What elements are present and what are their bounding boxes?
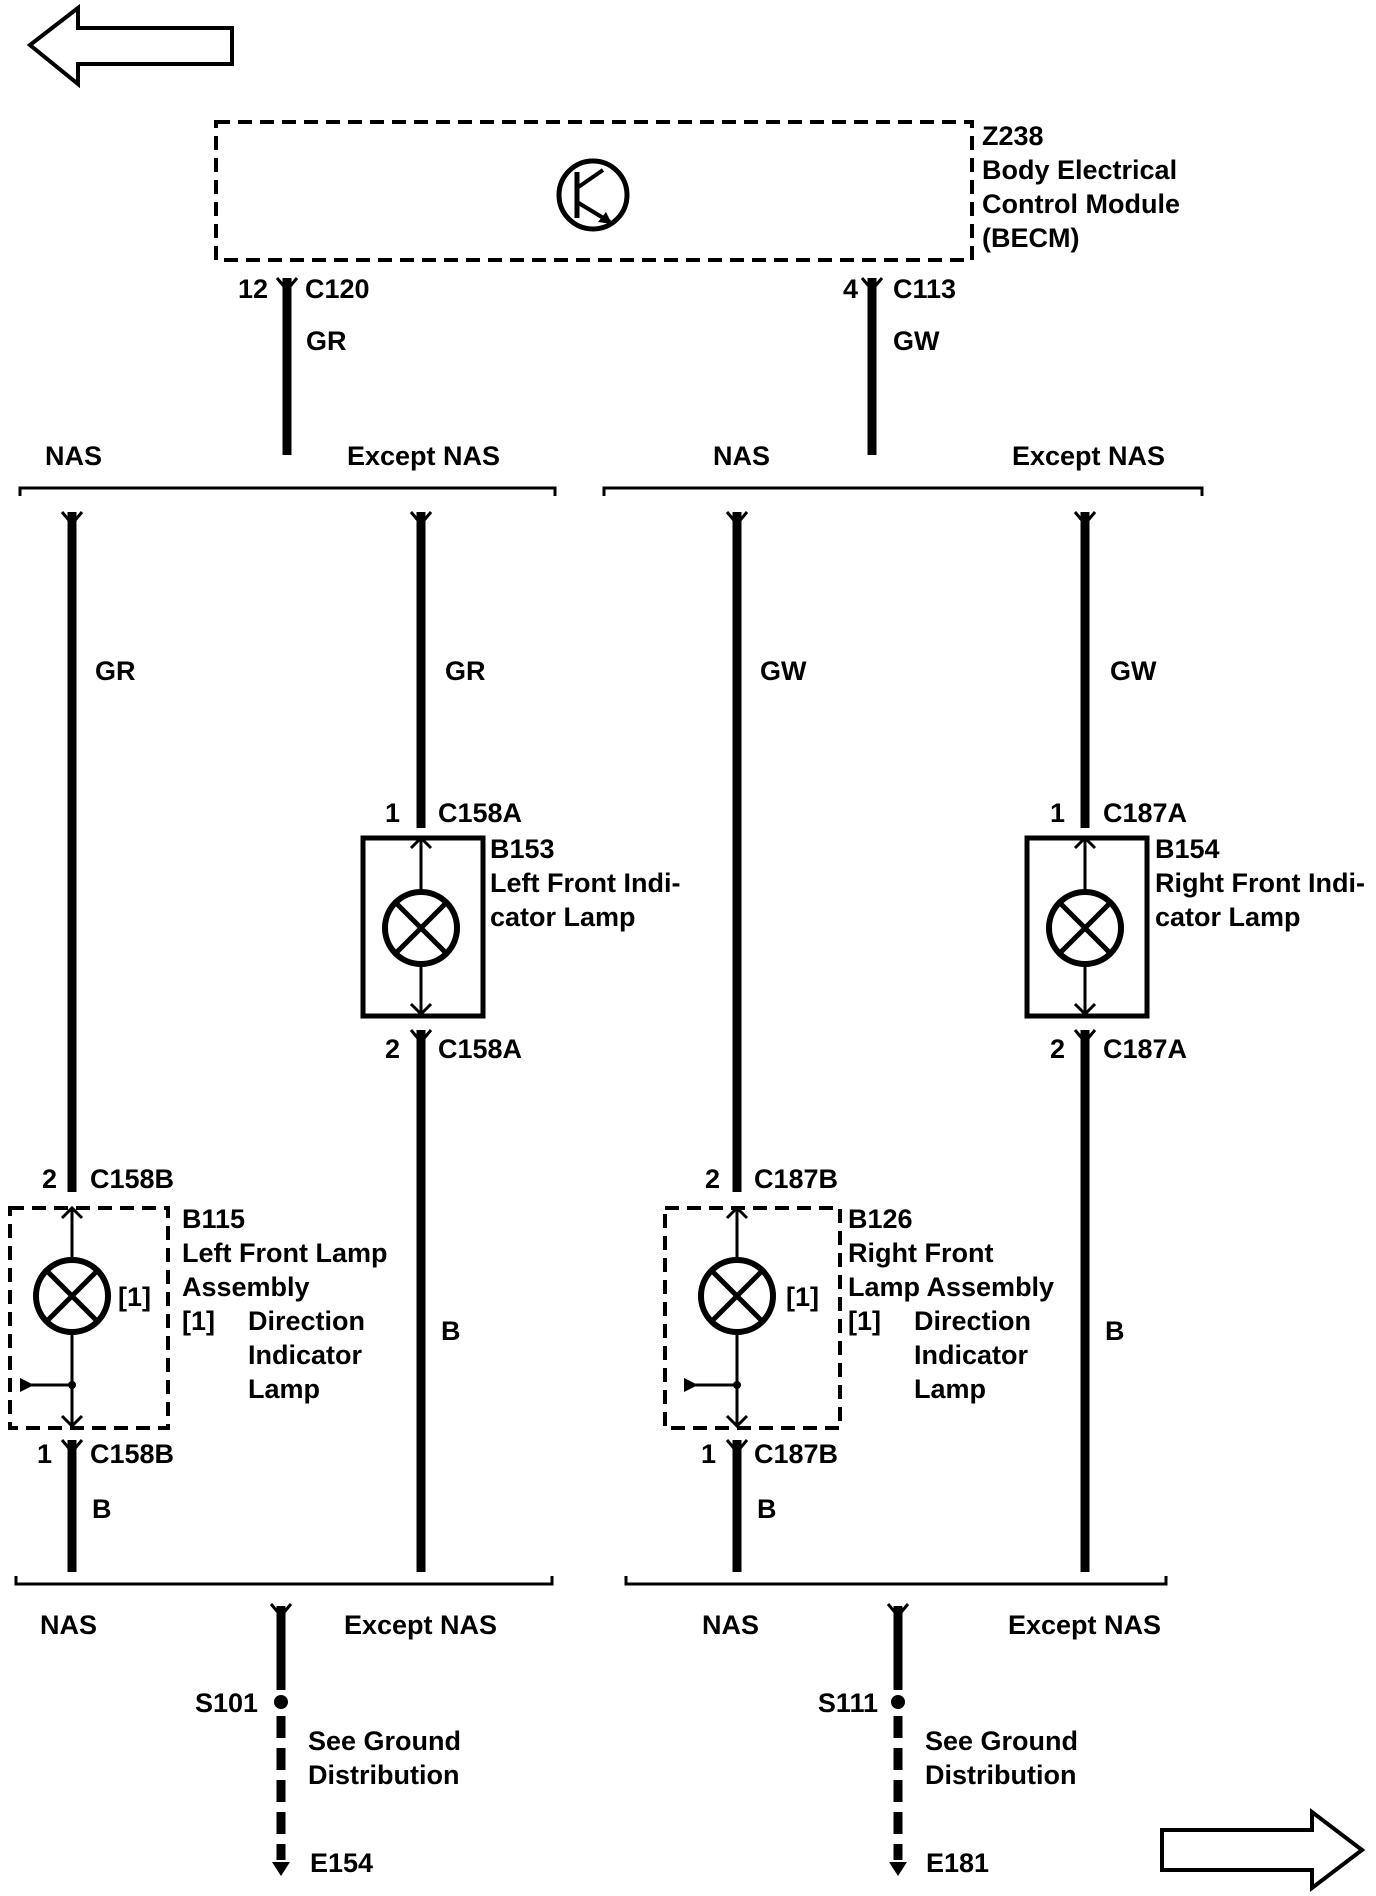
splice-s101 (274, 1695, 288, 1709)
split-nas-left: NAS (45, 441, 102, 471)
wire-color-right-except: GW (1110, 656, 1157, 686)
split-except-nas-left: Except NAS (347, 441, 500, 471)
b115-bottom-pin: 1 (37, 1439, 52, 1469)
b126-note-line3: Lamp (914, 1374, 986, 1404)
b126-top-pin: 2 (705, 1164, 720, 1194)
wire-color-right-nas-b: B (757, 1494, 777, 1524)
b126-bottom-pin: 1 (701, 1439, 716, 1469)
left-ground-text-line1: See Ground (308, 1726, 461, 1756)
b115-top-connector: C158B (90, 1164, 174, 1194)
wire-color-left-nas-b: B (92, 1494, 112, 1524)
next-page-arrow-icon[interactable] (1160, 1807, 1366, 1893)
lower-bus-left (14, 1576, 554, 1586)
lower-split-nas-left: NAS (40, 1610, 97, 1640)
b153-id: B153 (490, 834, 555, 864)
wire-color-gr-top: GR (306, 326, 347, 356)
module-id: Z238 (982, 121, 1044, 151)
b154-name-line2: cator Lamp (1155, 902, 1301, 932)
b126-name-line1: Right Front (848, 1238, 993, 1268)
b154-bottom-pin: 2 (1050, 1034, 1065, 1064)
lower-bus-right (624, 1576, 1168, 1586)
b126-note-line1: Direction (914, 1306, 1031, 1336)
b154-name-line1: Right Front Indi- (1155, 868, 1365, 898)
wire-color-left-nas: GR (95, 656, 136, 686)
b153-bottom-pin: 2 (385, 1034, 400, 1064)
module-abbr: (BECM) (982, 223, 1079, 253)
b115-name-line1: Left Front Lamp (182, 1238, 387, 1268)
b153-top-pin: 1 (385, 798, 400, 828)
right-front-indicator-lamp: 1 C187A B154 Right Front Indi- cator Lam… (1024, 798, 1365, 1064)
s111-label: S111 (818, 1688, 878, 1718)
wire-color-left-except-b: B (441, 1316, 461, 1346)
module-name-line2: Control Module (982, 189, 1180, 219)
ground-icon (272, 1862, 290, 1876)
upper-bus-right (602, 486, 1204, 496)
ground-icon (889, 1862, 907, 1876)
left-front-lamp-assembly: 2 C158B [1] B115 Left Front Lamp Assembl… (8, 1164, 387, 1469)
b154-top-pin: 1 (1050, 798, 1065, 828)
b115-note-line2: Indicator (248, 1340, 363, 1370)
right-front-lamp-assembly: 2 C187B [1] B126 Right Front Lamp Assemb… (663, 1164, 1054, 1469)
b153-name-line2: cator Lamp (490, 902, 636, 932)
module-connector-right: C113 (893, 274, 956, 304)
splice-s111 (891, 1695, 905, 1709)
b153-top-connector: C158A (438, 798, 522, 828)
b126-note-line2: Indicator (914, 1340, 1029, 1370)
b126-name-line2: Lamp Assembly (848, 1272, 1054, 1302)
right-ground-path: S111 See Ground Distribution E181 (818, 1603, 1078, 1878)
upper-bus-left (18, 486, 557, 496)
b154-bottom-connector: C187A (1103, 1034, 1187, 1064)
module-name-line1: Body Electrical (982, 155, 1177, 185)
wire-color-right-except-b: B (1105, 1316, 1125, 1346)
split-except-nas-right: Except NAS (1012, 441, 1165, 471)
lower-split-except-nas-left: Except NAS (344, 1610, 497, 1640)
right-ground-text-line2: Distribution (925, 1760, 1076, 1790)
b126-top-connector: C187B (754, 1164, 838, 1194)
lamp-icon (1046, 889, 1124, 967)
module-pin-right: 4 (843, 274, 858, 304)
wire-color-gw-top: GW (893, 326, 940, 356)
left-ground-text-line2: Distribution (308, 1760, 459, 1790)
right-ground-text-line1: See Ground (925, 1726, 1078, 1756)
b115-note-ref: [1] (182, 1306, 215, 1336)
b115-inner-ref: [1] (118, 1282, 151, 1312)
b126-inner-ref: [1] (786, 1282, 819, 1312)
b153-name-line1: Left Front Indi- (490, 868, 680, 898)
e181-label: E181 (926, 1848, 989, 1878)
wire-color-left-except: GR (445, 656, 486, 686)
b115-note-line3: Lamp (248, 1374, 320, 1404)
b115-id: B115 (182, 1204, 245, 1234)
e154-label: E154 (310, 1848, 373, 1878)
b154-id: B154 (1155, 834, 1220, 864)
b115-name-line2: Assembly (182, 1272, 310, 1302)
b115-bottom-connector: C158B (90, 1439, 174, 1469)
previous-page-arrow-icon[interactable] (26, 3, 234, 89)
left-front-indicator-lamp: 1 C158A B153 Left Front Indi- cator Lamp… (360, 798, 680, 1064)
b126-bottom-connector: C187B (754, 1439, 838, 1469)
lower-split-except-nas-right: Except NAS (1008, 1610, 1161, 1640)
becm-module: Z238 Body Electrical Control Module (BEC… (214, 120, 1180, 262)
s101-label: S101 (195, 1688, 258, 1718)
lamp-icon (698, 1257, 776, 1335)
b154-top-connector: C187A (1103, 798, 1187, 828)
module-connector-left: C120 (305, 274, 370, 304)
b115-note-line1: Direction (248, 1306, 365, 1336)
split-nas-right: NAS (713, 441, 770, 471)
lower-split-nas-right: NAS (702, 1610, 759, 1640)
b126-id: B126 (848, 1204, 913, 1234)
wire-color-right-nas: GW (760, 656, 807, 686)
module-pin-left: 12 (238, 274, 268, 304)
transistor-icon (556, 158, 630, 232)
b126-note-ref: [1] (848, 1306, 881, 1336)
lamp-icon (382, 889, 460, 967)
left-ground-path: S101 See Ground Distribution E154 (195, 1603, 461, 1878)
b153-bottom-connector: C158A (438, 1034, 522, 1064)
lamp-icon (33, 1257, 111, 1335)
b115-top-pin: 2 (42, 1164, 57, 1194)
